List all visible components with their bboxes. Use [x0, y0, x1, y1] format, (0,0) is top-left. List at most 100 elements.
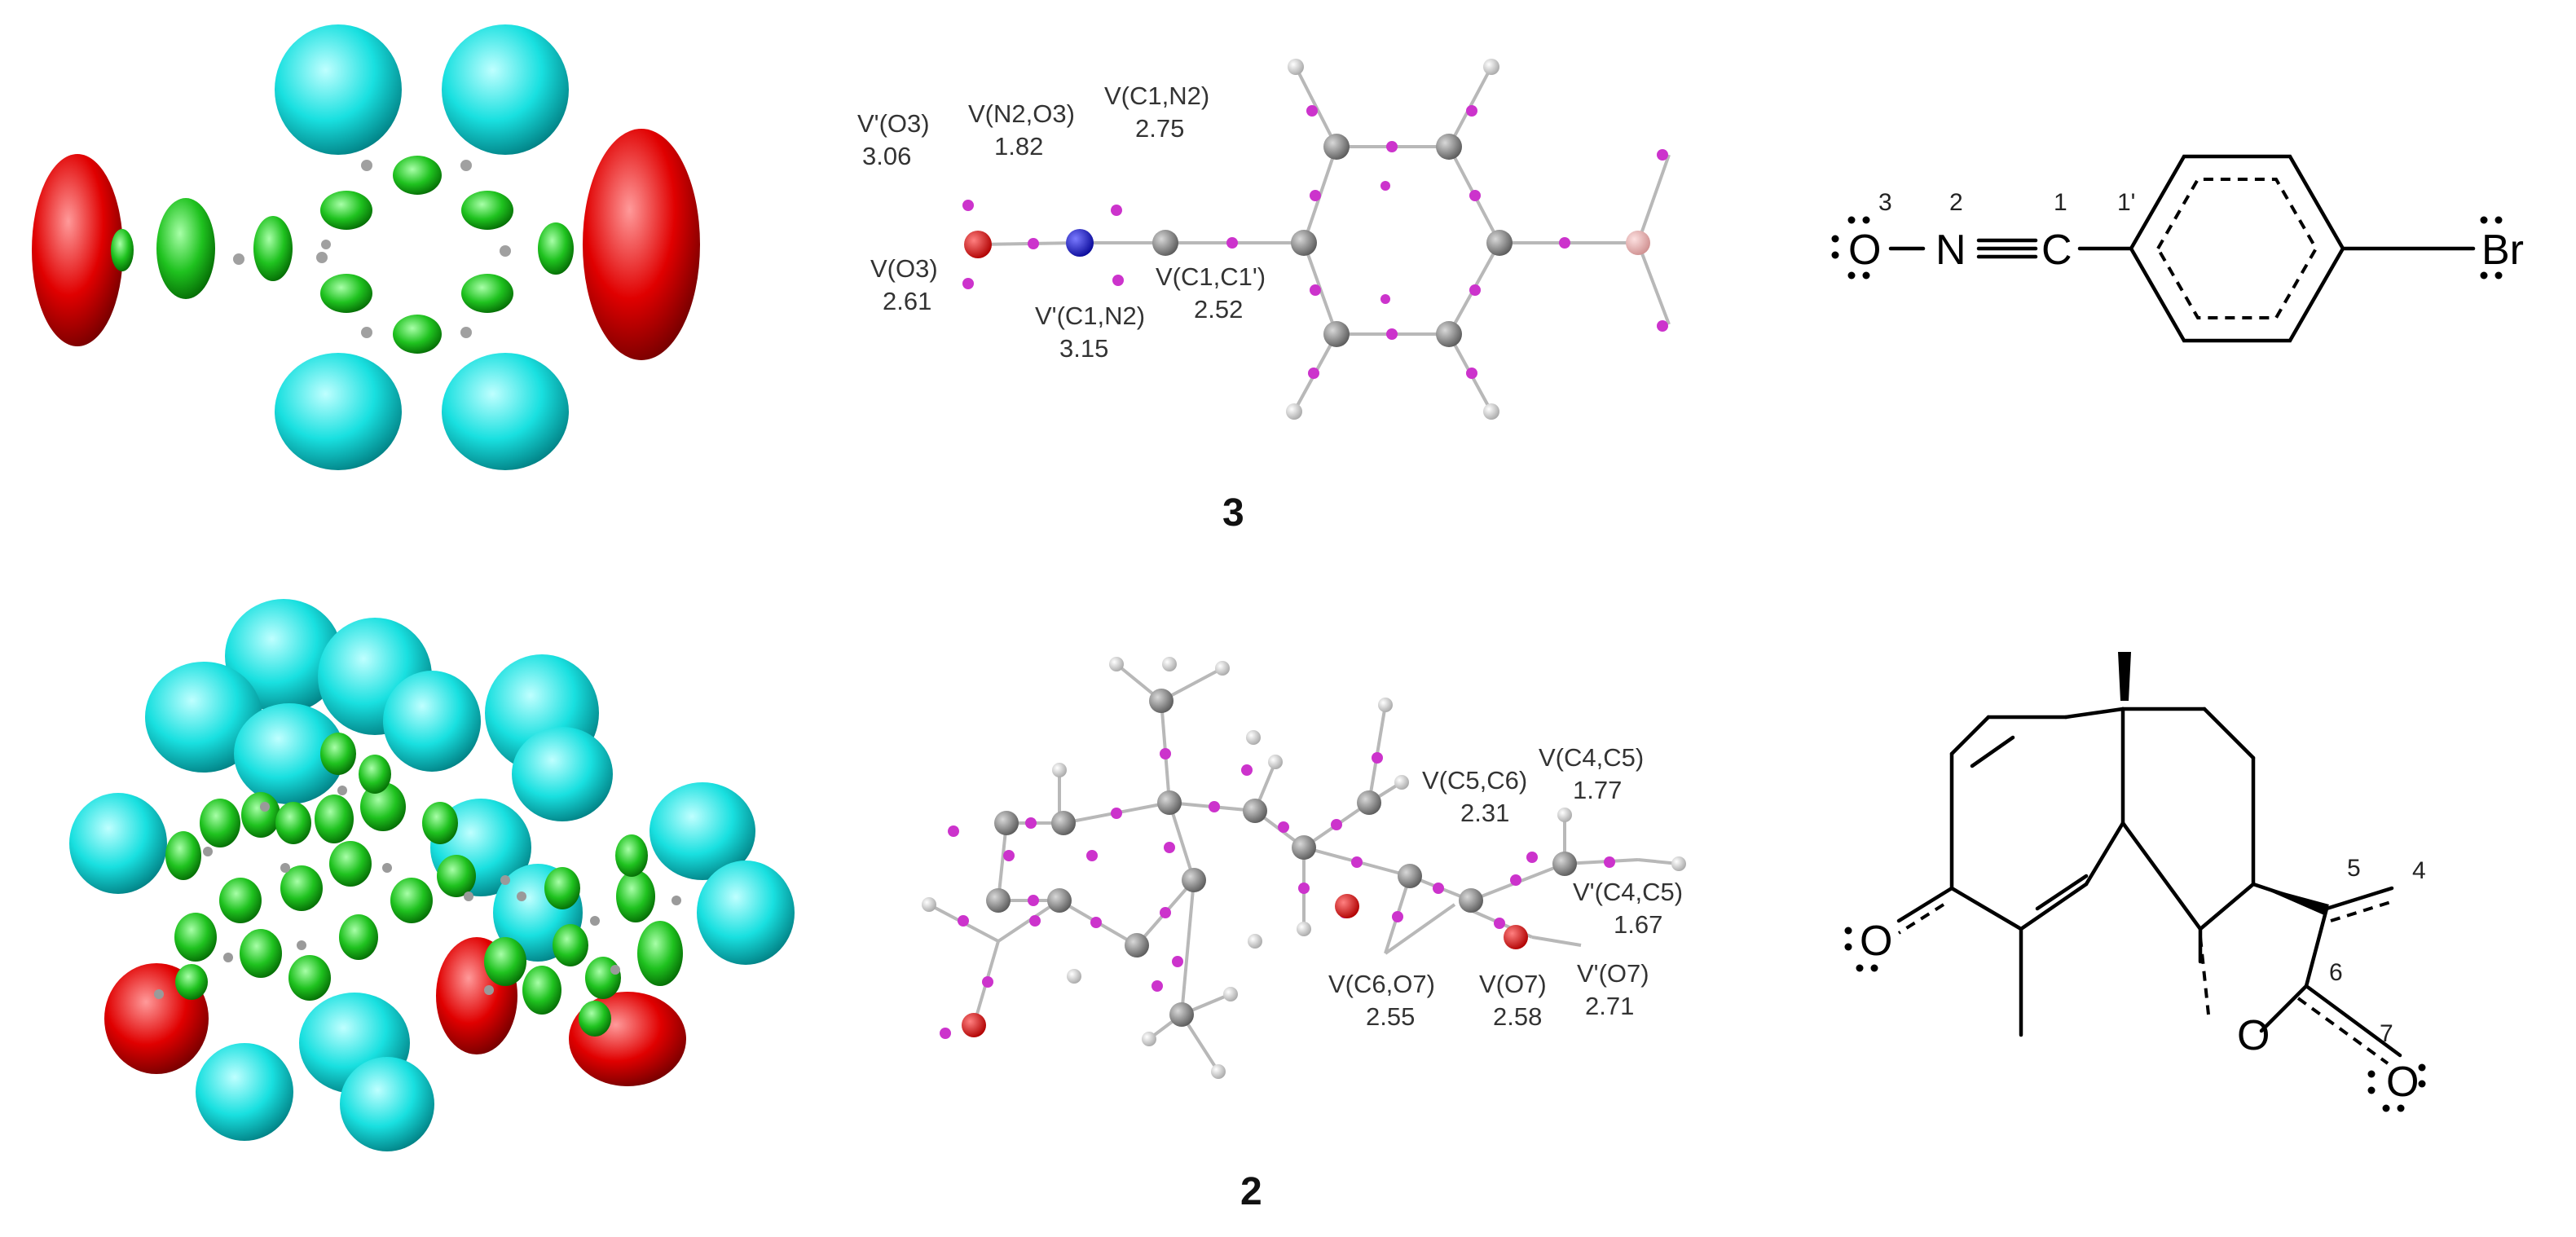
elf-basins-compound-2 [69, 599, 795, 1151]
label-v-c1-c1p: V(C1,C1') [1156, 262, 1266, 291]
cyan-basin [512, 727, 613, 821]
label-v-c1-n2: V(C1,N2) [1104, 81, 1209, 110]
atom-number-4: 4 [2412, 857, 2426, 884]
value-v-o3: 2.61 [883, 287, 931, 315]
value-v-c1-n2: 2.75 [1135, 114, 1184, 143]
green-basin [461, 191, 513, 230]
carbon-atom [1292, 835, 1316, 860]
carbon-atom [1047, 888, 1072, 913]
carbon-atom [1357, 790, 1381, 815]
oxygen-atom [1504, 925, 1528, 949]
oxygen-atom [964, 231, 992, 258]
carbon-atom [1398, 864, 1422, 888]
cyan-basin [234, 703, 345, 804]
value-v-o7: 2.58 [1493, 1002, 1542, 1031]
label-v-prime-c1-n2: V'(C1,N2) [1035, 302, 1145, 330]
cyan-basin [275, 353, 402, 470]
value-v-prime-c1-n2: 3.15 [1059, 334, 1108, 363]
lone-pairs [1831, 216, 2503, 280]
cyan-basin [145, 662, 262, 773]
label-v-c5-c6: V(C5,C6) [1422, 766, 1527, 795]
green-basin [461, 274, 513, 313]
nitrogen-atom [1066, 229, 1094, 257]
carbon-atom [1182, 868, 1206, 892]
attractors [962, 105, 1668, 379]
cyan-basin [442, 353, 569, 470]
lone-pairs [1844, 927, 2426, 1112]
green-basin [320, 274, 372, 313]
red-basin [583, 129, 700, 360]
green-basin [253, 216, 293, 281]
atom-number-7: 7 [2380, 1020, 2393, 1047]
value-v-prime-o7: 2.71 [1585, 992, 1634, 1020]
cyan-basin [69, 793, 167, 894]
atom-o-ketone: O [1860, 918, 1892, 965]
label-v-n2-o3: V(N2,O3) [968, 99, 1075, 128]
red-basin [32, 154, 123, 346]
value-v-n2-o3: 1.82 [994, 132, 1043, 161]
cyan-basin [196, 1043, 293, 1141]
label-v-o7: V(O7) [1479, 970, 1547, 998]
oxygen-atom [1335, 894, 1359, 918]
carbon-atom [994, 811, 1019, 835]
cyan-basin [340, 1057, 434, 1151]
atom-number-3: 3 [1878, 189, 1892, 216]
carbon-atom [1157, 790, 1182, 815]
value-v-c5-c6: 2.31 [1460, 799, 1509, 827]
value-v-prime-c4-c5: 1.67 [1614, 910, 1662, 939]
carbon-atom [1459, 888, 1483, 913]
green-basin [320, 191, 372, 230]
value-v-prime-o3: 3.06 [862, 142, 911, 170]
hydrogen-atoms [922, 657, 1686, 1079]
molecule-2-model: V(C5,C6) 2.31 V(C4,C5) 1.77 V'(C4,C5) 1.… [922, 657, 1686, 1079]
carbon-atom [1125, 933, 1149, 957]
hydrogen-atom [1483, 59, 1499, 75]
carbon-atom [1323, 134, 1350, 160]
carbon-atom [1169, 1002, 1194, 1027]
atom-br: Br [2481, 227, 2524, 274]
carbon-atom [1152, 230, 1178, 256]
hydrogen-atom [1483, 403, 1499, 420]
lewis-structure-compound-2: O O O 4 5 6 7 [1844, 652, 2426, 1112]
cyan-basin [697, 861, 795, 965]
carbon-atom [986, 888, 1011, 913]
carbon-atom [1243, 799, 1267, 823]
atom-number-6: 6 [2329, 959, 2343, 986]
label-v-prime-o7: V'(O7) [1577, 959, 1649, 988]
hydrogen-atom [1288, 59, 1304, 75]
elf-basins-compound-3 [32, 24, 700, 470]
molecule-3-model: V'(O3) 3.06 V(N2,O3) 1.82 V(C1,N2) 2.75 … [857, 59, 1671, 420]
compound-number-3: 3 [1222, 491, 1244, 535]
atom-c1: C [2041, 227, 2072, 274]
carbon-atom [1051, 811, 1076, 835]
atom-number-5: 5 [2347, 855, 2361, 882]
green-basins [165, 733, 683, 1037]
label-v-prime-o3: V'(O3) [857, 109, 930, 138]
carbon-atom [1486, 230, 1513, 256]
lewis-structure-compound-3: O N C Br 3 2 1 1' [1831, 154, 2524, 343]
cyan-basin [650, 782, 755, 880]
cyan-basin [383, 671, 481, 772]
value-v-c6-o7: 2.55 [1366, 1002, 1415, 1031]
value-v-c4-c5: 1.77 [1573, 776, 1622, 804]
atom-number-1-prime: 1' [2117, 189, 2135, 216]
oxygen-atom [962, 1013, 986, 1037]
label-v-c6-o7: V(C6,O7) [1328, 970, 1435, 998]
cyan-basin [442, 24, 569, 155]
carbon-atom [1436, 321, 1462, 347]
atom-o-ring: O [2237, 1012, 2270, 1059]
carbon-atom [1552, 852, 1577, 876]
green-basin [538, 222, 574, 275]
green-basin [393, 156, 442, 195]
attractors [940, 748, 1615, 1039]
hydrogen-atom [1286, 403, 1302, 420]
green-basin [393, 315, 442, 354]
green-basin [111, 229, 134, 271]
bromine-atom [1626, 231, 1650, 255]
cyan-basin [275, 24, 402, 155]
carbon-atom [1323, 321, 1350, 347]
green-basin [156, 198, 215, 299]
atom-number-1: 1 [2054, 189, 2067, 216]
label-v-c4-c5: V(C4,C5) [1539, 743, 1644, 772]
